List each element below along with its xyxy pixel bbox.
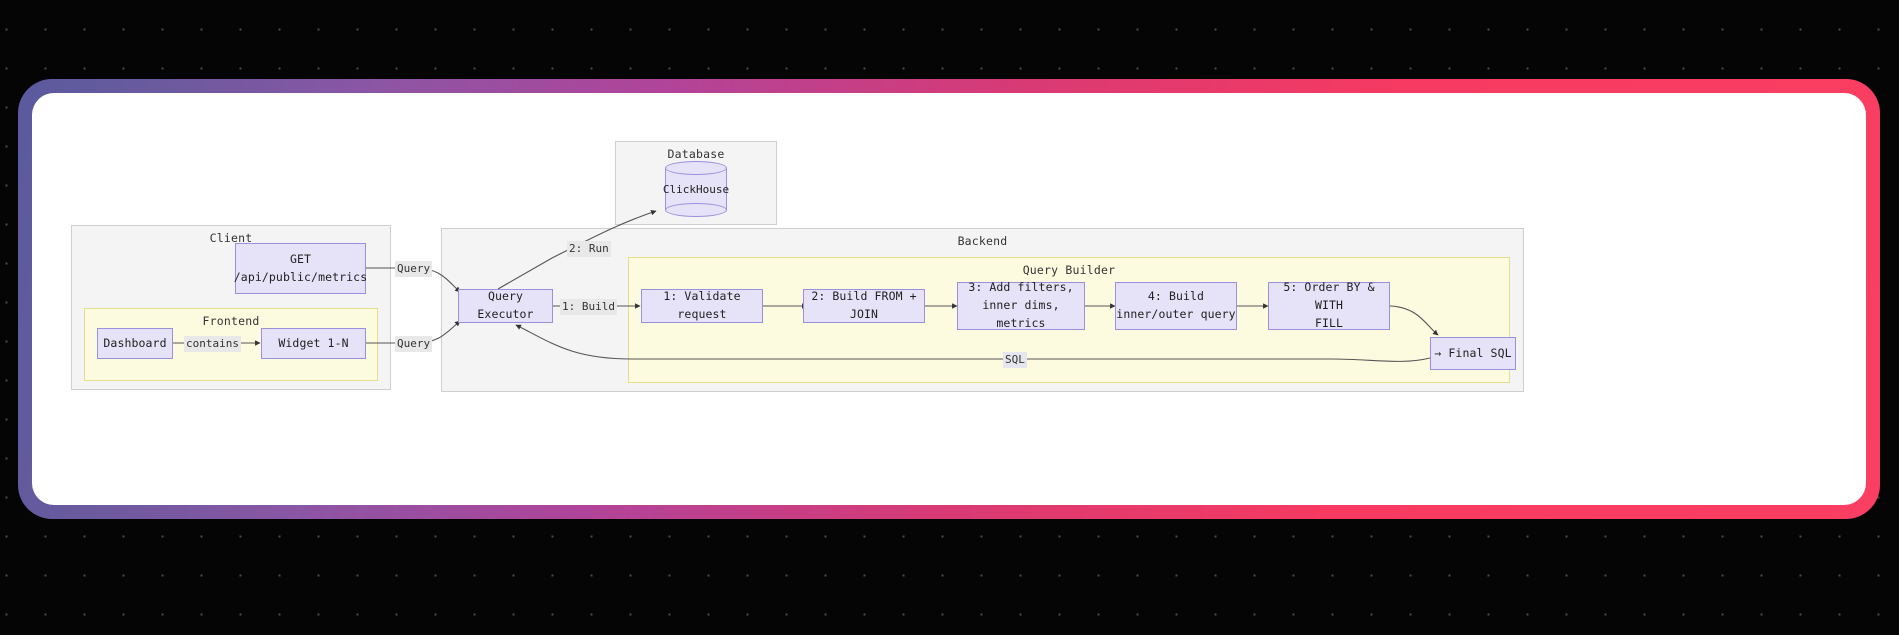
node-query-executor-label: Query Executor [477, 289, 534, 321]
node-final-sql-label: → Final SQL [1434, 345, 1512, 360]
node-step-1-line1: 1: Validate request [663, 289, 741, 321]
node-step-3-line1: 3: Add filters, [968, 280, 1074, 295]
edge-label-run: 2: Run [567, 241, 611, 257]
node-dashboard[interactable]: Dashboard [97, 328, 173, 359]
node-step-3-line2: inner dims, metrics [982, 298, 1060, 330]
node-step-2-line1: 2: Build FROM + JOIN [811, 289, 917, 321]
node-final-sql[interactable]: → Final SQL [1430, 337, 1516, 370]
node-clickhouse[interactable]: ClickHouse [662, 161, 730, 217]
edge-label-api-query: Query [395, 261, 433, 277]
edge-label-widget-query: Query [395, 336, 433, 352]
node-get-metrics[interactable]: GET /api/public/metrics [233, 243, 368, 294]
edge-label-sql: SQL [1003, 352, 1027, 368]
node-step-2-build-from-join[interactable]: 2: Build FROM + JOIN [803, 289, 925, 323]
node-step-5-line2: FILL [1314, 315, 1344, 330]
gradient-card-frame: Client Frontend Database Backend Query B… [18, 79, 1880, 519]
cluster-client-title: Client [209, 231, 253, 245]
node-clickhouse-label: ClickHouse [662, 182, 730, 196]
node-step-1-validate-request[interactable]: 1: Validate request [641, 289, 763, 323]
node-step-4-line1: 4: Build [1147, 289, 1205, 304]
edge-label-build: 1: Build [560, 299, 617, 315]
cluster-frontend-title: Frontend [202, 314, 260, 328]
node-step-4-build-inner-outer-query[interactable]: 4: Build inner/outer query [1115, 282, 1237, 330]
node-widget-label: Widget 1-N [278, 335, 349, 350]
cylinder-top [665, 161, 727, 175]
node-step-3-add-filters[interactable]: 3: Add filters, inner dims, metrics [957, 280, 1085, 330]
node-query-executor[interactable]: Query Executor [458, 289, 553, 323]
node-step-5-line1: 5: Order BY & WITH [1283, 280, 1375, 313]
node-get-metrics-line1: GET [289, 251, 312, 266]
cluster-query-builder-title: Query Builder [1022, 263, 1116, 277]
node-step-4-line2: inner/outer query [1116, 307, 1236, 321]
node-get-metrics-line2: /api/public/metrics [233, 269, 368, 284]
cylinder-bottom [665, 203, 727, 217]
node-widget[interactable]: Widget 1-N [261, 328, 366, 359]
edge-label-contains: contains [184, 336, 241, 352]
cluster-database-title: Database [667, 147, 725, 161]
node-step-5-order-by-with-fill[interactable]: 5: Order BY & WITH FILL [1268, 280, 1390, 330]
node-dashboard-label: Dashboard [103, 335, 167, 350]
card-surface: Client Frontend Database Backend Query B… [32, 93, 1866, 505]
mermaid-diagram: Client Frontend Database Backend Query B… [32, 93, 1866, 505]
cluster-backend-title: Backend [957, 234, 1008, 248]
